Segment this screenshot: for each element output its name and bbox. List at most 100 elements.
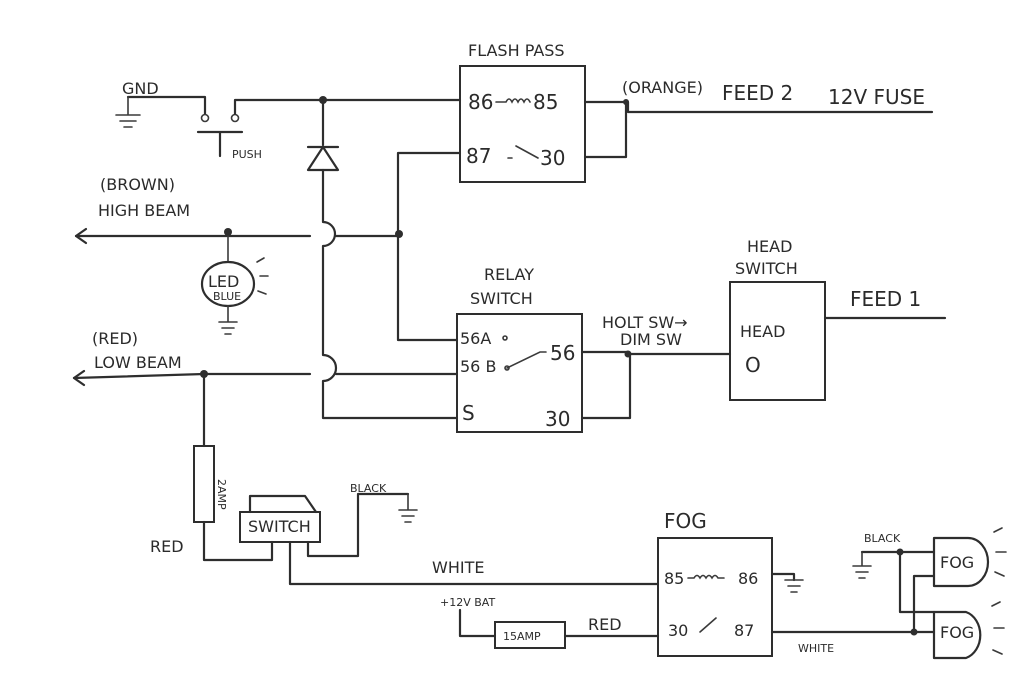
high-beam-to-relay: [396, 234, 459, 342]
brown-label: (BROWN): [100, 175, 175, 194]
fuse-label: 12V FUSE: [828, 85, 925, 109]
dim-sw-label: DIM SW: [620, 330, 682, 349]
amp2-label: 2AMP: [215, 479, 228, 510]
rs-56a-contact: [502, 335, 508, 341]
fog-switch-section: 2AMP RED SWITCH BLACK WHITE: [150, 445, 660, 586]
switch-to-white: [288, 540, 660, 586]
head-switch: HEAD SWITCH HEAD O FEED 1: [729, 237, 947, 401]
fp-86: 86: [468, 90, 493, 114]
relay-switch-line1: RELAY: [484, 265, 534, 284]
fp-coil: [495, 98, 531, 104]
rs-s: S: [462, 401, 475, 425]
fog-lamp2-label: FOG: [940, 623, 974, 642]
led-ground: [218, 305, 238, 335]
push-contact-right: [230, 113, 240, 123]
high-beam-arrow: [74, 227, 88, 245]
black2-ground: [852, 551, 872, 579]
fog-coil: [687, 574, 725, 580]
fog-86: 86: [738, 569, 758, 588]
diode-section: [306, 98, 459, 420]
lamp-power-bus: [912, 574, 936, 634]
fog-87: 87: [734, 621, 754, 640]
switch-to-black: [306, 492, 410, 558]
rs-56: 56: [550, 341, 575, 365]
fog-lamp1-label: FOG: [940, 553, 974, 572]
push-contact-left: [200, 113, 210, 123]
gnd-symbol-left: [115, 96, 141, 128]
fp87-wire: [396, 151, 462, 238]
relay-switch: RELAY SWITCH 56A 56 B 56 S 30 HOLT SW→ D…: [456, 265, 732, 433]
fog-relay: FOG 85 86 30 87 WHITE: [657, 509, 916, 657]
fog86-ground-wire: [770, 572, 796, 582]
relay-switch-line2: SWITCH: [470, 289, 533, 308]
diode-symbol: [306, 145, 340, 172]
low-beam-section: (RED) LOW BEAM: [72, 329, 459, 448]
fp-85: 85: [533, 90, 558, 114]
rs-switch-arm: [506, 351, 547, 369]
red-paren-label: (RED): [92, 329, 138, 348]
fog-lamp2-rays: [991, 601, 1005, 655]
switch-rocker: [248, 494, 318, 514]
fog-85: 85: [664, 569, 684, 588]
rs-56a: 56A: [460, 329, 491, 348]
gnd-label: GND: [122, 79, 159, 98]
head-label: HEAD: [740, 322, 785, 341]
head-switch-box: [729, 281, 826, 401]
high-beam-section: (BROWN) HIGH BEAM LED BLUE: [74, 175, 459, 342]
battery-section: +12V BAT 15AMP RED: [440, 596, 660, 649]
head-switch-line1: HEAD: [747, 237, 792, 256]
led-label: LED: [208, 272, 239, 291]
amp2-to-switch: [202, 520, 274, 562]
high-beam-junction-led: [224, 228, 232, 236]
rs-30: 30: [545, 407, 570, 431]
push-label: PUSH: [232, 148, 262, 161]
fp30-loop: [583, 100, 628, 159]
gnd-wire: [126, 95, 207, 116]
diode-wire-down: [321, 168, 459, 420]
led-blue-label: BLUE: [213, 290, 241, 303]
fog-relay-box: [657, 537, 773, 657]
amp15-label: 15AMP: [503, 630, 541, 643]
ground-push-section: GND PUSH: [115, 79, 462, 161]
flash-pass-relay: FLASH PASS 86 85 87 30 (ORANGE) FEED 2 1…: [396, 41, 934, 238]
fog-lamp2-body: [932, 610, 982, 660]
bat-wire: [458, 608, 497, 638]
led-rays: [256, 257, 269, 295]
fp-contact: [507, 145, 539, 159]
low-beam-arrow: [72, 369, 86, 387]
push-button-bar: [196, 130, 244, 158]
low-beam-label: LOW BEAM: [94, 353, 182, 372]
feed2-label: FEED 2: [722, 81, 793, 105]
orange-junction: [623, 99, 629, 105]
fp85-to-feed2: [583, 100, 934, 114]
fog86-ground: [784, 579, 804, 593]
rs-56b: 56 B: [460, 357, 496, 376]
rs56-to-head: [580, 350, 732, 356]
low-beam-wire: [72, 372, 459, 380]
black1-ground: [398, 493, 418, 523]
flash-pass-box: [459, 65, 586, 183]
flash-pass-title: FLASH PASS: [468, 41, 565, 60]
fog-contact: [699, 617, 717, 633]
fog-title: FOG: [664, 509, 707, 533]
rs30-loop: [580, 354, 632, 420]
white1-label: WHITE: [432, 558, 484, 577]
amp2-fuse-box: [193, 445, 215, 523]
black1-label: BLACK: [350, 482, 387, 495]
rs-56b-contact: [504, 365, 510, 371]
red1-label: RED: [150, 537, 184, 556]
fog-lamps: BLACK FOG FOG: [852, 527, 1007, 660]
orange-label: (ORANGE): [622, 78, 703, 97]
black2-label: BLACK: [864, 532, 901, 545]
head-switch-line2: SWITCH: [735, 259, 798, 278]
fp-30: 30: [540, 146, 565, 170]
fog-lamp1-body: [932, 536, 990, 588]
lamp-ground-bus: [898, 550, 936, 614]
white2-label: WHITE: [798, 642, 834, 655]
switch-label: SWITCH: [248, 517, 311, 536]
fp-87: 87: [466, 144, 491, 168]
bat-label: +12V BAT: [440, 596, 495, 609]
push-to-bus: [233, 98, 462, 116]
